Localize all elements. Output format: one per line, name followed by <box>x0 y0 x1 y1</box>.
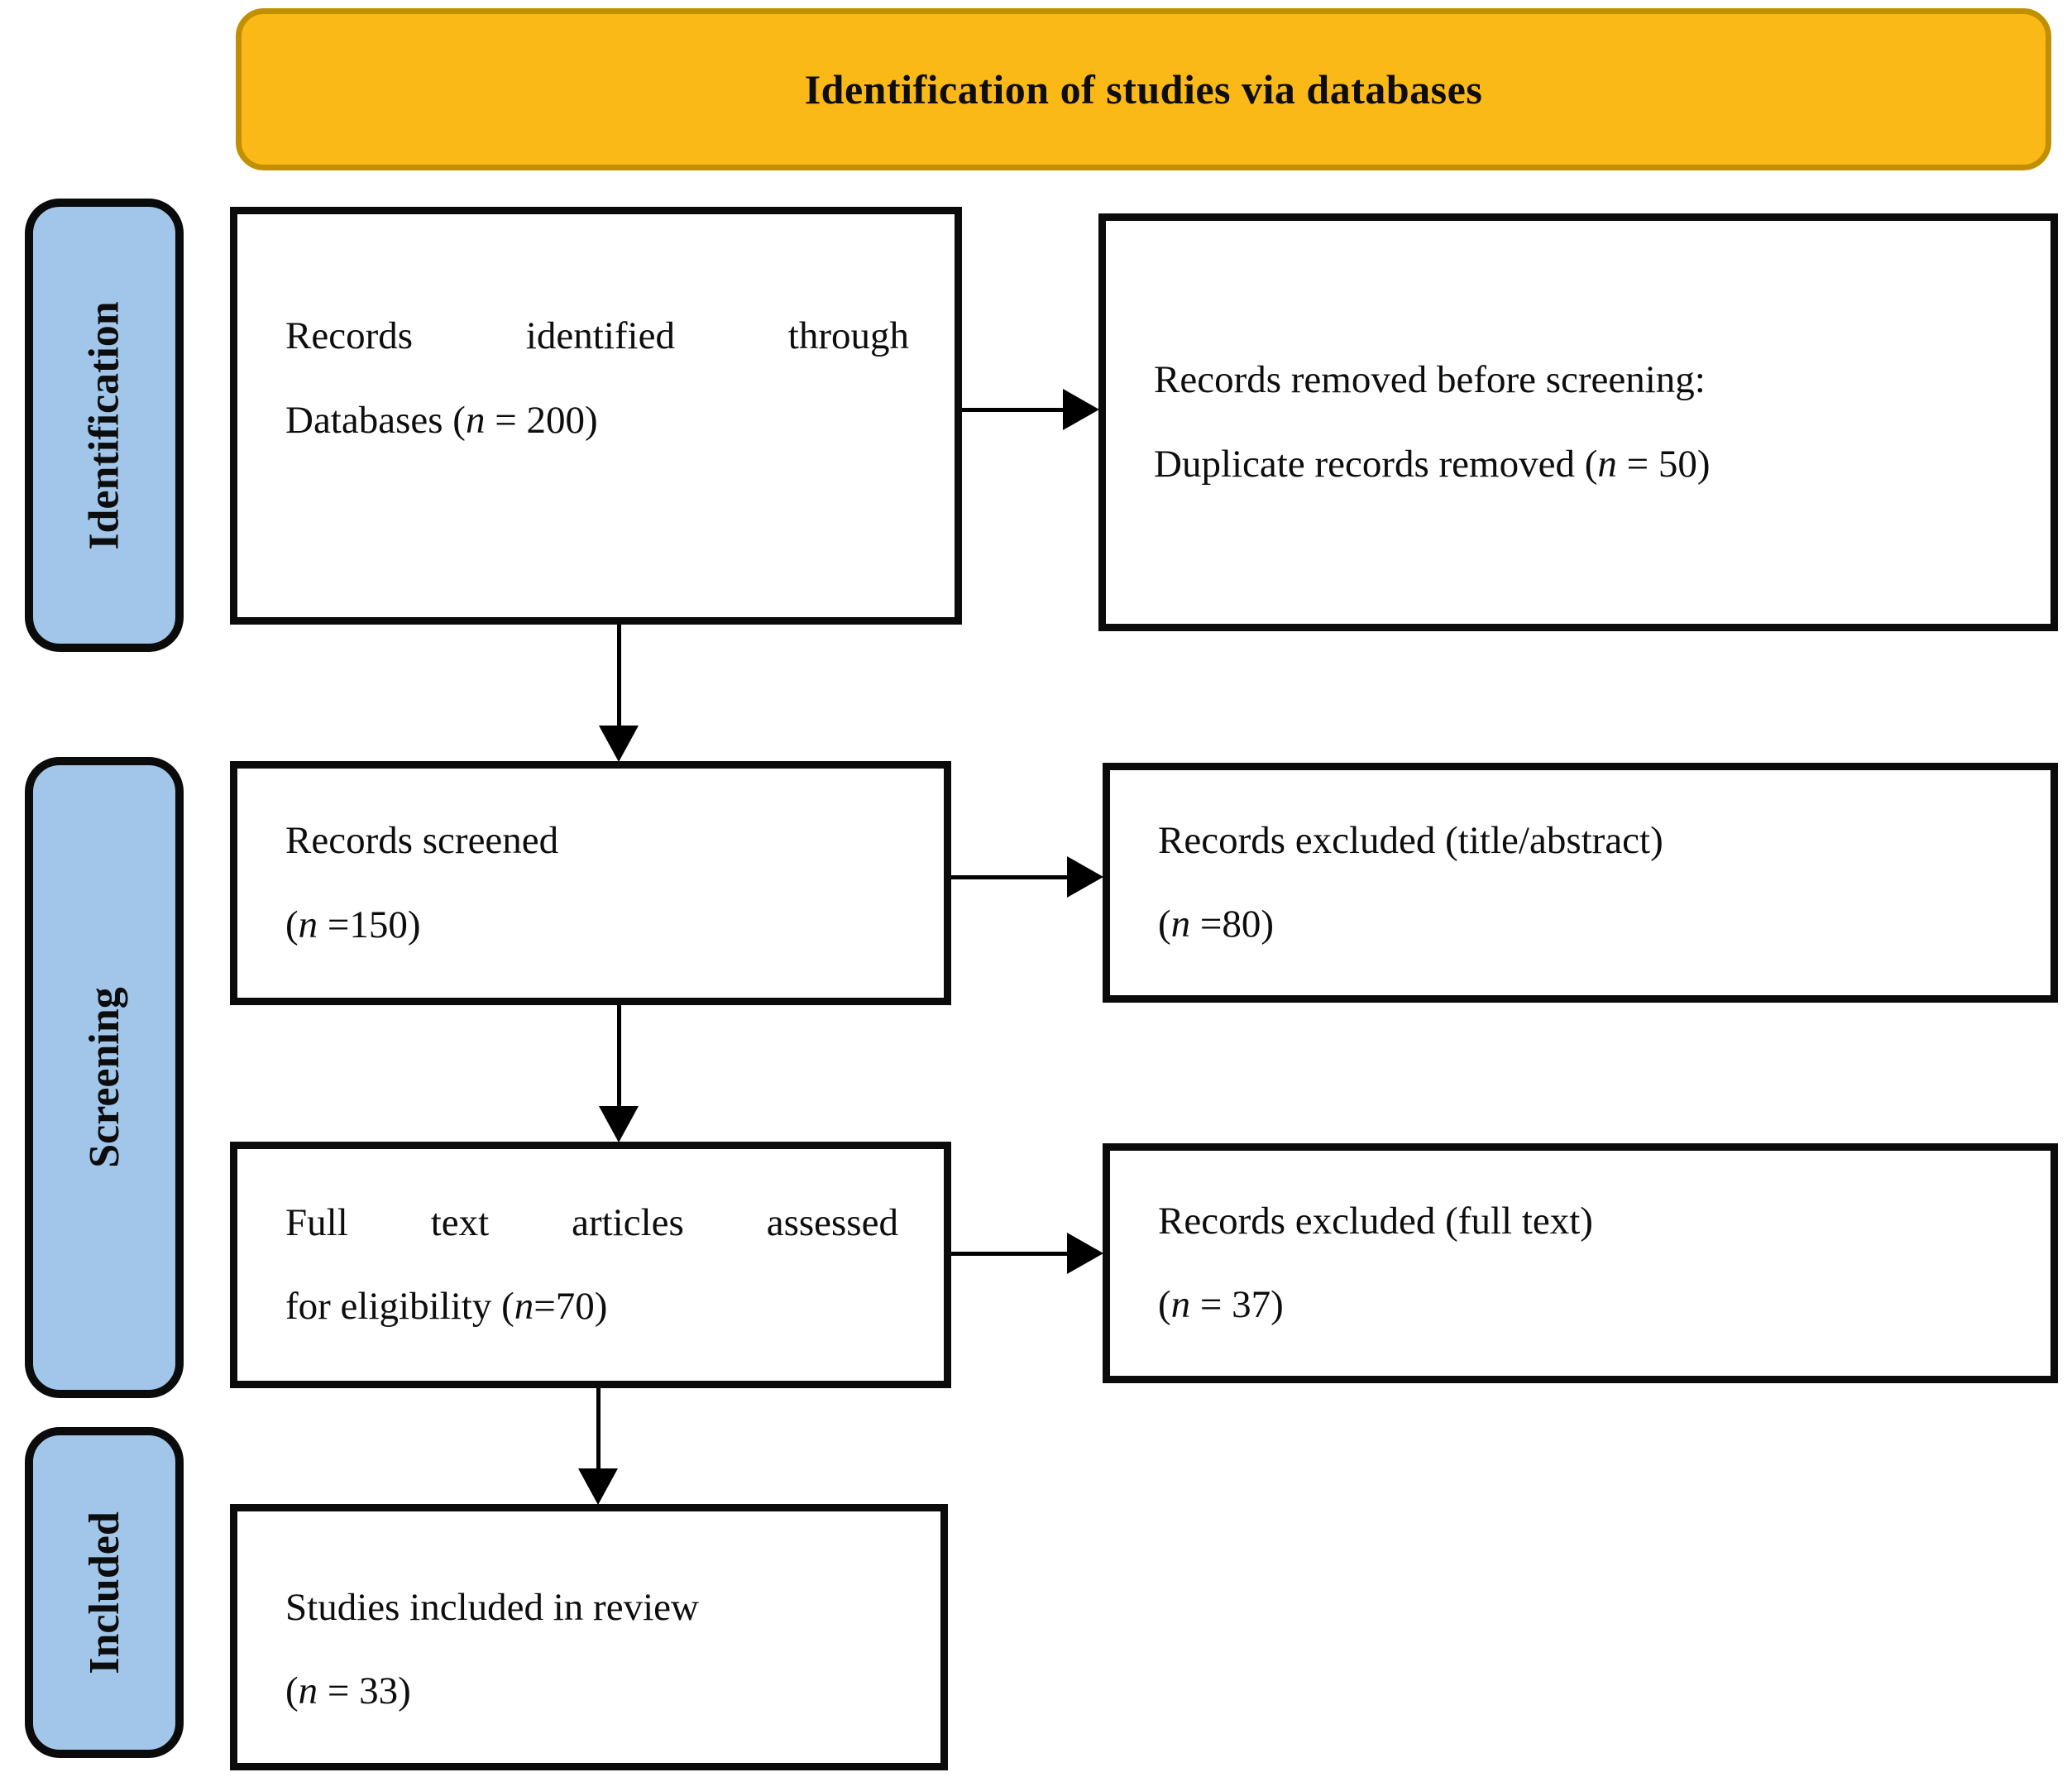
box-records-screened-line1: Records screened <box>285 819 559 863</box>
stage-label-included: Included <box>25 1427 184 1758</box>
box-records-excluded-title-abstract-line2: (n =80) <box>1158 903 1275 946</box>
arrow-identified-to-removed-head-icon <box>1063 389 1099 430</box>
box-records-excluded-full-text: Records excluded (full text) (n = 37) <box>1103 1143 2058 1383</box>
arrow-screened-to-excluded-stem <box>951 875 1067 879</box>
arrow-identified-to-screened-head-icon <box>599 726 639 762</box>
box-records-removed-line1: Records removed before screening: <box>1154 358 1706 402</box>
stage-label-screening-text: Screening <box>80 987 128 1168</box>
box-records-excluded-title-abstract-line1: Records excluded (title/abstract) <box>1158 818 1663 862</box>
header-banner: Identification of studies via databases <box>236 8 2051 170</box>
diagram-title: Identification of studies via databases <box>804 66 1483 113</box>
box-full-text-assessed-line2: for eligibility (n=70) <box>285 1285 608 1328</box>
box-studies-included-line2: (n = 33) <box>285 1669 411 1712</box>
stage-label-included-text: Included <box>80 1511 128 1674</box>
arrow-screened-to-fulltext-stem <box>617 1005 621 1109</box>
arrow-fulltext-to-excluded-head-icon <box>1067 1233 1103 1274</box>
box-studies-included: Studies included in review (n = 33) <box>230 1504 948 1770</box>
box-records-excluded-full-text-line1: Records excluded (full text) <box>1158 1199 1593 1243</box>
stage-label-identification: Identification <box>25 199 184 652</box>
box-records-screened-line2: (n =150) <box>285 903 421 946</box>
arrow-fulltext-to-excluded-stem <box>951 1252 1067 1256</box>
arrow-screened-to-excluded-head-icon <box>1067 856 1103 898</box>
box-records-screened: Records screened (n =150) <box>230 761 951 1005</box>
arrow-identified-to-screened-stem <box>617 625 621 728</box>
arrow-fulltext-to-included-head-icon <box>578 1468 618 1505</box>
arrow-fulltext-to-included-stem <box>596 1388 601 1471</box>
box-records-excluded-full-text-line2: (n = 37) <box>1158 1283 1284 1326</box>
box-records-identified-line2: Databases (n = 200) <box>285 398 598 442</box>
stage-label-screening: Screening <box>25 757 184 1398</box>
stage-label-identification-text: Identification <box>80 300 128 550</box>
box-records-removed: Records removed before screening: Duplic… <box>1098 213 2058 631</box>
arrow-screened-to-fulltext-head-icon <box>599 1106 639 1142</box>
box-records-excluded-title-abstract: Records excluded (title/abstract) (n =80… <box>1103 763 2058 1003</box>
box-records-removed-line2: Duplicate records removed (n = 50) <box>1154 442 1711 486</box>
arrow-identified-to-removed-stem <box>962 408 1067 412</box>
box-studies-included-line1: Studies included in review <box>285 1585 699 1629</box>
